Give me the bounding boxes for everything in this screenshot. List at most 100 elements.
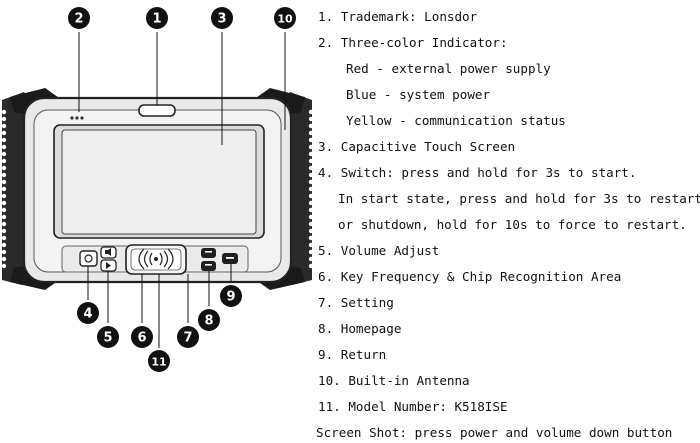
- bumper-ridge: [308, 109, 314, 115]
- play-icon: [106, 262, 111, 269]
- bumper-ridge: [1, 151, 7, 157]
- indicator-light: [70, 116, 74, 120]
- bumper-ridge: [1, 109, 7, 115]
- callout-number-10: 10: [277, 13, 293, 26]
- bumper-ridge: [308, 137, 314, 143]
- rfid-waves-icon: [138, 248, 174, 270]
- legend-item-11: 11. Model Number: K518ISE: [318, 399, 508, 414]
- bumper-ridge: [1, 130, 7, 136]
- callout-badge-4: [77, 302, 99, 324]
- power-switch: [79, 250, 98, 267]
- callout-badges: 1 2 3 45 6 789 10 11: [68, 7, 296, 372]
- legend-item-4: 4. Switch: press and hold for 3s to star…: [318, 165, 637, 180]
- callout-badge-7: [177, 326, 199, 348]
- bumper-ridge: [1, 172, 7, 178]
- callout-number-2: 2: [74, 12, 83, 27]
- callout-number-1: 1: [152, 12, 161, 27]
- legend-item-7: 7. Setting: [318, 295, 394, 310]
- bumper-ridge: [1, 207, 7, 213]
- bumper-ridge: [308, 151, 314, 157]
- bumper-ridge: [1, 263, 7, 269]
- bumper-ridge: [1, 179, 7, 185]
- bumper-ridges-left: [1, 109, 7, 269]
- bumper-ridge: [308, 256, 314, 262]
- bumper-ridge: [308, 221, 314, 227]
- callout-number-5: 5: [103, 331, 112, 346]
- legend-item-9: 9. Return: [318, 347, 387, 362]
- callout-number-8: 8: [204, 314, 213, 329]
- bumper-ridge: [1, 221, 7, 227]
- legend-item-6: 6. Key Frequency & Chip Recognition Area: [318, 269, 622, 284]
- bumper-ridge: [1, 116, 7, 122]
- trademark-plate: [138, 104, 176, 117]
- callout-badge-11: [148, 350, 170, 372]
- bumper-ridge: [1, 249, 7, 255]
- callout-badge-8: [198, 309, 220, 331]
- homepage-button: [201, 261, 216, 271]
- return-icon: [226, 257, 234, 259]
- setting-button: [201, 248, 216, 258]
- bumper-ridge: [308, 263, 314, 269]
- bumper-ridge: [1, 228, 7, 234]
- power-icon: [84, 254, 93, 263]
- rfid-center-icon: [154, 257, 158, 261]
- bumper-ridge: [308, 165, 314, 171]
- bumper-ridge: [308, 179, 314, 185]
- bumper-ridge: [308, 116, 314, 122]
- indicator-light: [80, 116, 84, 120]
- legend-item-10: 10. Built-in Antenna: [318, 373, 470, 388]
- bumper-ridge: [308, 130, 314, 136]
- setting-icon: [205, 251, 212, 253]
- callout-number-4: 4: [83, 307, 92, 322]
- screenshot-note: Screen Shot: press power and volume down…: [316, 425, 673, 440]
- callout-badge-10: [274, 7, 296, 29]
- callout-number-6: 6: [137, 331, 146, 346]
- bumper-ridge: [1, 200, 7, 206]
- bumper-ridge: [308, 158, 314, 164]
- callout-number-3: 3: [217, 12, 226, 27]
- touch-screen: [61, 129, 257, 235]
- bumper-ridge: [308, 123, 314, 129]
- homepage-icon: [205, 264, 212, 266]
- bumper-ridge: [308, 193, 314, 199]
- legend-item-2: 2. Three-color Indicator:: [318, 35, 508, 50]
- bumper-ridge: [308, 207, 314, 213]
- callout-badge-1: [146, 7, 168, 29]
- bumper-ridge: [1, 186, 7, 192]
- bumper-ridge: [1, 235, 7, 241]
- callout-number-11: 11: [151, 356, 166, 369]
- bumper-ridge: [1, 158, 7, 164]
- callout-number-9: 9: [226, 290, 235, 305]
- bumper-ridge: [308, 144, 314, 150]
- legend-item-4-detail-2: or shutdown, hold for 10s to force to re…: [338, 217, 687, 232]
- bumper-ridge: [1, 242, 7, 248]
- bumper-ridge: [1, 214, 7, 220]
- bumper-ridge: [308, 235, 314, 241]
- bumper-ridge: [1, 137, 7, 143]
- bumper-ridge: [1, 193, 7, 199]
- callout-badge-2: [68, 7, 90, 29]
- bumper-ridge: [308, 249, 314, 255]
- legend-item-3: 3. Capacitive Touch Screen: [318, 139, 516, 154]
- legend-item-2-yellow: Yellow - communication status: [346, 113, 566, 128]
- device-drawing: 1 2 3 45 6 789 10 11: [1, 7, 314, 372]
- bumper-ridge: [1, 256, 7, 262]
- volume-icon: [105, 248, 111, 256]
- legend-item-8: 8. Homepage: [318, 321, 402, 336]
- bumper-ridge: [308, 186, 314, 192]
- indicator-light: [75, 116, 79, 120]
- bumper-ridge: [308, 200, 314, 206]
- bumper-ridge: [308, 172, 314, 178]
- callout-badge-3: [211, 7, 233, 29]
- callout-number-7: 7: [183, 331, 192, 346]
- bumper-ridge: [1, 165, 7, 171]
- callout-badge-5: [97, 326, 119, 348]
- callout-badge-6: [131, 326, 153, 348]
- legend-item-4-detail-1: In start state, press and hold for 3s to…: [338, 191, 700, 206]
- bumper-ridge: [1, 144, 7, 150]
- bumper-ridge: [1, 123, 7, 129]
- bumper-ridges-right: [308, 109, 314, 269]
- legend-item-2-blue: Blue - system power: [346, 87, 491, 102]
- legend-item-5: 5. Volume Adjust: [318, 243, 440, 258]
